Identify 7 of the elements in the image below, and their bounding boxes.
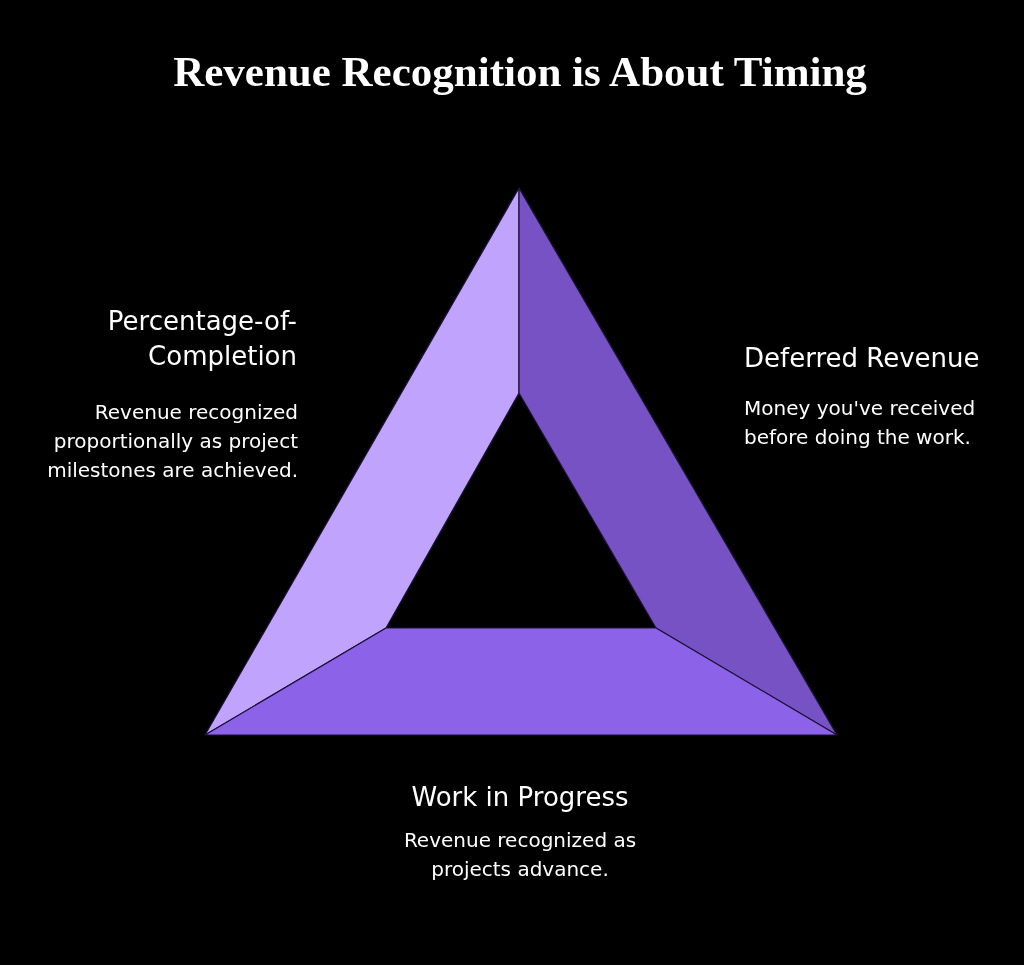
heading: Work in Progress [411, 781, 629, 814]
description: Money you've received before doing the work. [744, 395, 977, 451]
description: Revenue recognized proportionally as project milestones are achieved. [46, 399, 298, 484]
description: Revenue recognized as projects advance. [402, 827, 638, 883]
heading: Percentage-of-Completion [106, 305, 297, 373]
title: Revenue Recognition is About Timing [173, 47, 867, 97]
heading: Deferred Revenue [744, 342, 980, 375]
